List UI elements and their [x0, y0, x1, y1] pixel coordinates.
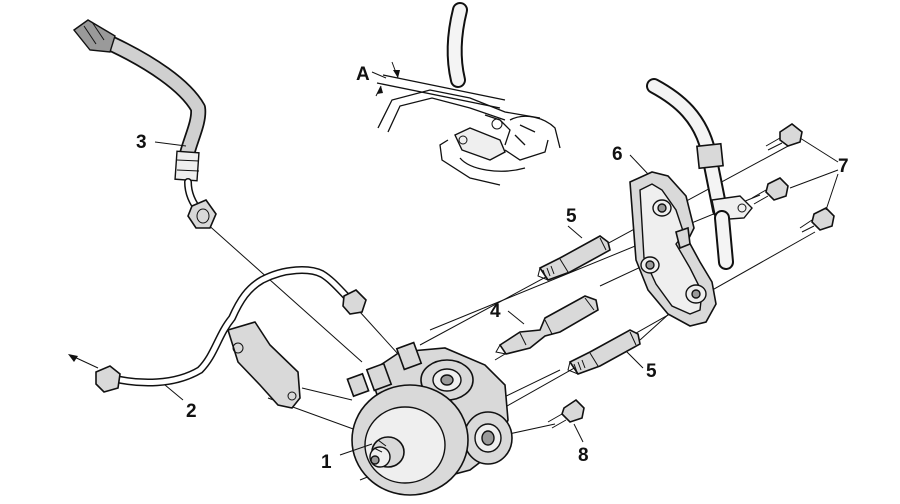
callout-7: 7	[838, 156, 849, 177]
part-3-fuel-hose	[72, 19, 217, 229]
part-2-rigid-pipe	[68, 266, 367, 409]
bolt-7-mid	[751, 177, 789, 205]
callout-1: 1	[321, 452, 332, 473]
bolt-7-top	[765, 123, 803, 151]
callout-2: 2	[186, 401, 197, 422]
detail-view-dimension-a	[375, 2, 561, 186]
part-5-lower-stud	[567, 329, 641, 375]
part-8-bolt	[547, 398, 585, 429]
callout-8: 8	[578, 445, 589, 466]
part-7-bolts	[751, 123, 835, 233]
callout-5-lower: 5	[646, 361, 657, 382]
upper-right-hose-clamp	[646, 78, 753, 270]
callout-4: 4	[490, 301, 501, 322]
callout-5-upper: 5	[566, 206, 577, 227]
callout-labels: 1 2 3 4 5 5 6 7 8 A	[136, 64, 849, 473]
callout-dimension-a: A	[356, 64, 370, 85]
bolt-7-low	[799, 207, 835, 233]
callout-6: 6	[612, 144, 623, 165]
part-1-pump	[346, 341, 513, 496]
callout-3: 3	[136, 132, 147, 153]
part-6-bracket-plate	[629, 171, 717, 327]
part-5-upper-stud	[537, 235, 611, 281]
part-4-stud	[495, 295, 599, 355]
leader-lines	[154, 71, 839, 456]
